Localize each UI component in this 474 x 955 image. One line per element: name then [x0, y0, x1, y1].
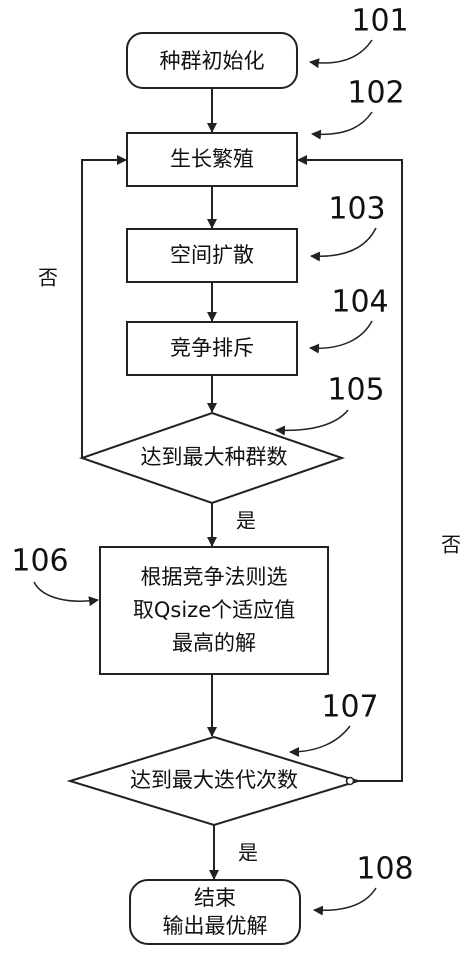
ref-101: 101	[351, 4, 408, 39]
loop-no-pop	[81, 155, 127, 458]
select-label-line-2: 取Qsize个适应值	[133, 598, 295, 622]
ref-108: 108	[356, 852, 413, 887]
leader-101	[309, 39, 373, 69]
compete-label: 竞争排斥	[170, 336, 254, 360]
end-node	[129, 879, 301, 945]
select-label-line-1: 根据竞争法则选	[141, 565, 288, 589]
end-label-line-2: 输出最优解	[163, 914, 268, 938]
select-label-line-3: 最高的解	[172, 631, 256, 655]
ref-105: 105	[327, 373, 384, 408]
ref-102: 102	[347, 76, 404, 111]
leader-104	[309, 320, 373, 354]
compete-node	[126, 321, 298, 376]
branch-no-left: 否	[38, 266, 58, 290]
ref-107: 107	[321, 690, 378, 725]
loop-no-iter	[297, 155, 403, 782]
branch-yes-pop: 是	[236, 509, 256, 533]
leader-103	[310, 227, 377, 262]
ref-103: 103	[328, 192, 385, 227]
max-iter-connector	[345, 776, 355, 786]
leader-107	[289, 725, 351, 757]
ref-106: 106	[11, 544, 68, 579]
grow-node	[126, 132, 298, 187]
max-pop-label: 达到最大种群数	[141, 445, 288, 469]
leader-102	[311, 111, 373, 140]
leader-108	[313, 887, 377, 916]
grow-label: 生长繁殖	[170, 147, 254, 171]
leader-105	[275, 409, 349, 436]
branch-no-right: 否	[441, 533, 461, 557]
max-iter-label: 达到最大迭代次数	[130, 768, 298, 792]
spread-label: 空间扩散	[170, 243, 254, 267]
ref-104: 104	[331, 285, 388, 320]
init-label: 种群初始化	[160, 49, 265, 73]
branch-yes-iter: 是	[238, 841, 258, 865]
select-node	[99, 546, 329, 675]
end-label-line-1: 结束	[194, 886, 236, 910]
leader-106	[33, 581, 99, 607]
